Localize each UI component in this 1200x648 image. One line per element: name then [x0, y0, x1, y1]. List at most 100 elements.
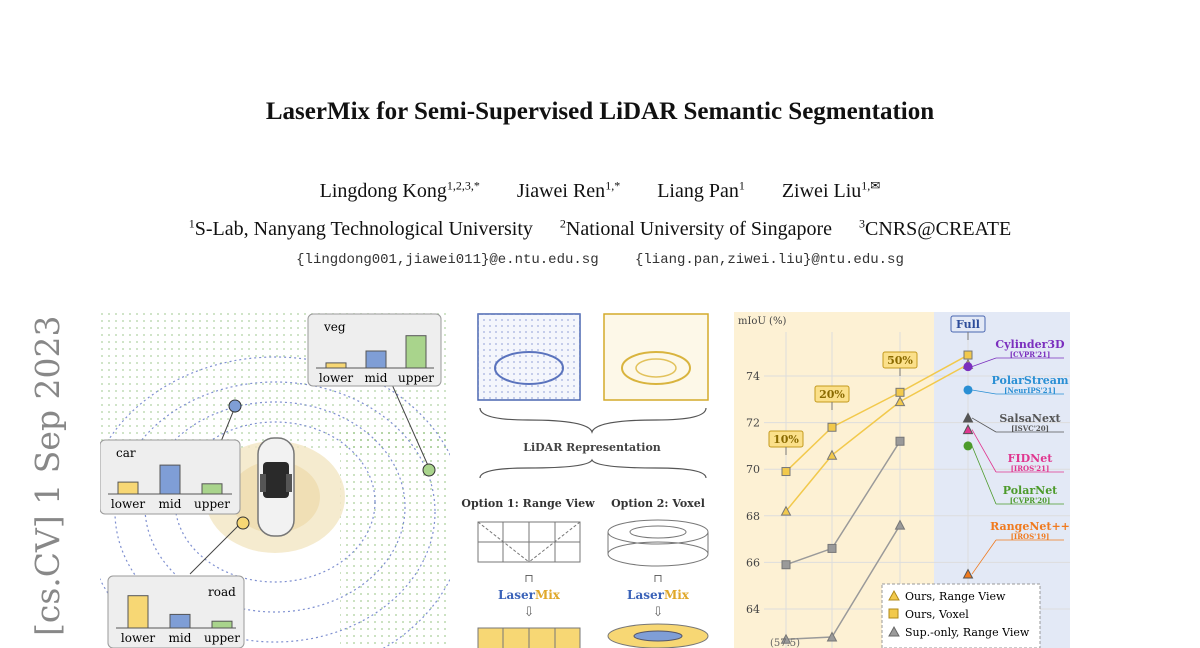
svg-text:mid: mid: [169, 631, 192, 645]
method-venue: [CVPR'20]: [1010, 496, 1051, 505]
car-bar-lower: [117, 481, 139, 495]
level-tag-label: 10%: [773, 433, 799, 446]
veg-bar-upper: [405, 335, 427, 369]
car-icon: [257, 437, 295, 537]
svg-text:car: car: [116, 446, 136, 460]
affiliation: 1S-Lab, Nanyang Technological University: [188, 216, 533, 240]
car-bar-mid: [159, 464, 181, 495]
y-tick-label: 64: [746, 603, 760, 616]
road-marker: [236, 516, 250, 530]
method-venue: [ISVC'20]: [1011, 424, 1049, 433]
method-name: RangeNet++: [990, 520, 1070, 533]
svg-text:mid: mid: [159, 497, 182, 511]
author: Jiawei Ren1,*: [516, 178, 621, 202]
method-leader: [971, 429, 997, 473]
method-name: SalsaNext: [999, 412, 1061, 425]
svg-text:Option 1: Range View: Option 1: Range View: [461, 497, 595, 510]
y-tick-label: 70: [746, 463, 760, 476]
data-point: [895, 436, 905, 446]
data-point: [827, 422, 837, 432]
data-point: [963, 350, 973, 360]
data-point: [894, 519, 906, 530]
svg-text:LiDAR Representation: LiDAR Representation: [523, 441, 661, 454]
y-axis-label: mIoU (%): [738, 316, 786, 327]
svg-text:upper: upper: [204, 631, 240, 645]
author: Liang Pan1: [657, 178, 745, 202]
method-name: FIDNet: [1008, 452, 1054, 465]
affiliation: 2National University of Singapore: [559, 216, 832, 240]
svg-text:Sup.-only, Range View: Sup.-only, Range View: [905, 626, 1030, 639]
svg-text:⊓: ⊓: [524, 572, 533, 585]
svg-text:mid: mid: [365, 371, 388, 385]
data-point: [781, 467, 791, 477]
voxel-thumbnail: [603, 313, 709, 401]
method-name: PolarNet: [1003, 484, 1058, 497]
method-point: [962, 412, 974, 423]
y-tick-label: 72: [746, 417, 760, 430]
svg-text:⇩: ⇩: [653, 605, 664, 620]
veg-marker: [422, 463, 436, 477]
svg-text:upper: upper: [194, 497, 230, 511]
method-point: [962, 568, 974, 579]
method-venue: [IROS'21]: [1011, 464, 1050, 473]
method-leader: [971, 357, 997, 368]
method-point: [963, 441, 973, 451]
svg-text:lower: lower: [121, 631, 155, 645]
data-point: [827, 543, 837, 553]
svg-text:Option 2: Voxel: Option 2: Voxel: [611, 497, 705, 510]
paper-title: LaserMix for Semi-Supervised LiDAR Seman…: [265, 98, 935, 125]
method-point: [963, 362, 973, 372]
method-venue: [NeurIPS'21]: [1004, 386, 1056, 395]
method-venue: [IROS'19]: [1011, 532, 1050, 541]
arxiv-stamp: [cs.CV] 1 Sep 2023: [28, 315, 67, 636]
lasermix-label-voxel: LaserMix: [627, 588, 690, 602]
series-line: [785, 363, 969, 512]
y-tick-label: 68: [746, 510, 760, 523]
annotation: (57.5): [770, 638, 800, 648]
author-list: Lingdong Kong1,2,3,* Jiawei Ren1,* Liang…: [0, 178, 1200, 203]
author: Ziwei Liu1,✉: [781, 178, 881, 202]
svg-text:Ours, Voxel: Ours, Voxel: [905, 608, 969, 621]
svg-text:lower: lower: [319, 371, 353, 385]
veg-histogram: veg lower mid upper: [307, 313, 442, 387]
series-line: [785, 354, 969, 473]
car-marker: [228, 399, 242, 413]
method-venue: [CVPR'21]: [1010, 350, 1051, 359]
method-point: [963, 385, 973, 395]
level-tag-label: 50%: [887, 354, 913, 367]
method-name: Cylinder3D: [995, 338, 1065, 351]
svg-text:upper: upper: [398, 371, 434, 385]
svg-text:road: road: [208, 585, 236, 599]
author: Lingdong Kong1,2,3,*: [319, 178, 480, 202]
pointcloud-figure: veg lower mid upper car lower mid upper …: [100, 312, 450, 648]
email: {lingdong001,jiawei011}@e.ntu.edu.sg: [296, 252, 599, 268]
data-point: [780, 505, 792, 516]
y-tick-label: 74: [746, 370, 760, 383]
range-view-grid: [477, 521, 581, 563]
car-histogram: car lower mid upper: [100, 439, 241, 515]
veg-bar-mid: [365, 350, 387, 369]
affiliation: 3CNRS@CREATE: [858, 216, 1012, 240]
data-point: [894, 396, 906, 407]
affiliation-list: 1S-Lab, Nanyang Technological University…: [0, 216, 1200, 241]
level-tag-label: Full: [956, 318, 980, 331]
road-bar-upper: [211, 620, 233, 629]
car-bar-upper: [201, 483, 223, 495]
method-point: [962, 424, 974, 435]
method-leader: [971, 417, 997, 433]
data-point: [781, 560, 791, 570]
road-histogram: road lower mid upper: [107, 575, 245, 648]
data-point: [780, 633, 792, 644]
lasermix-label-range: LaserMix: [498, 588, 561, 602]
svg-text:⊓: ⊓: [653, 572, 662, 585]
svg-text:Ours, Range View: Ours, Range View: [905, 590, 1006, 603]
voxel-cylinder: [607, 519, 709, 567]
road-bar-mid: [169, 613, 191, 629]
svg-text:⇩: ⇩: [524, 605, 535, 620]
method-leader: [971, 445, 997, 505]
y-tick-label: 66: [746, 556, 760, 569]
representation-figure: LiDAR Representation Option 1: Range Vie…: [461, 313, 709, 648]
data-point: [826, 449, 838, 460]
svg-text:lower: lower: [111, 497, 145, 511]
